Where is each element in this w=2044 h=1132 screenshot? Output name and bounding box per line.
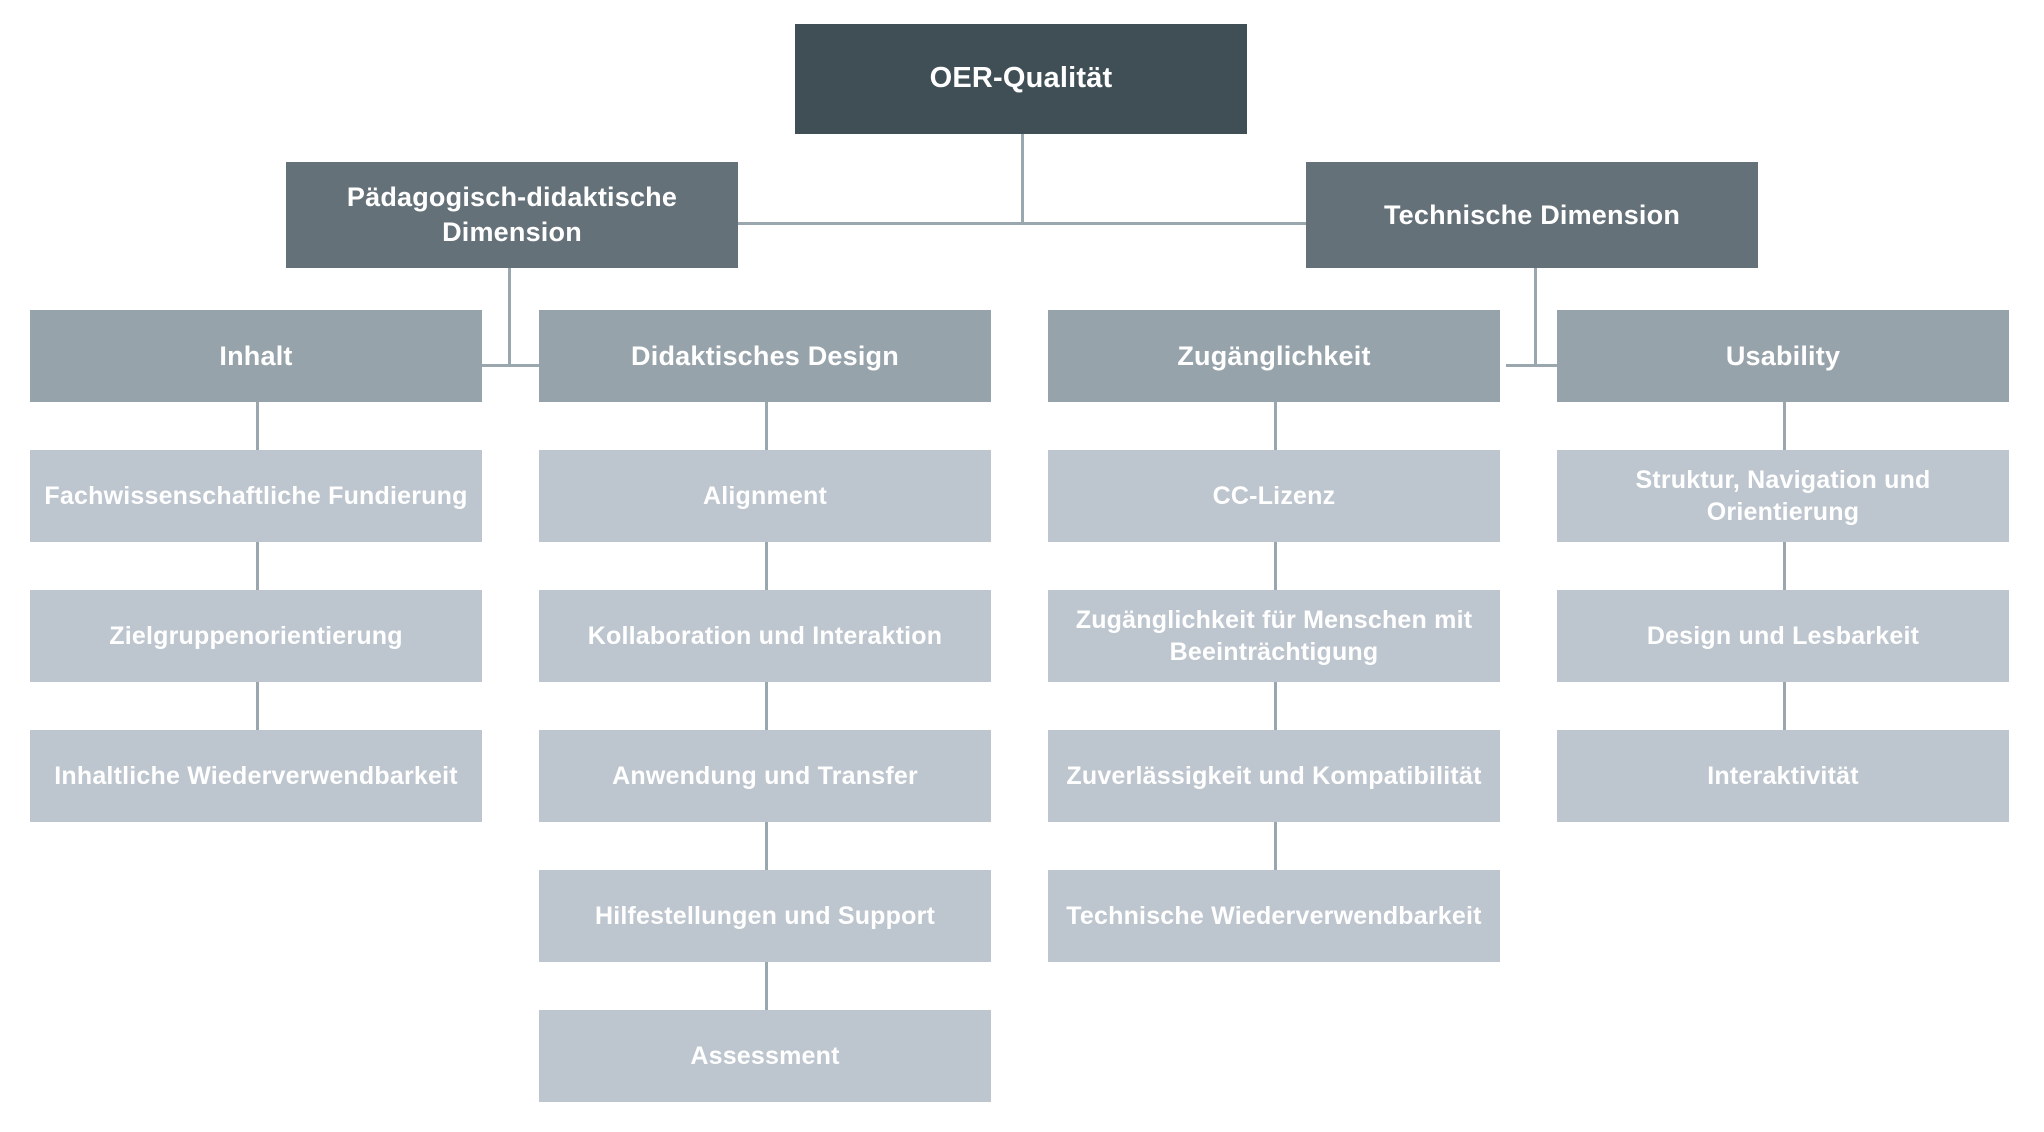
connector-zugaenglichkeit-stem-3: [1274, 681, 1277, 735]
connector-didaktisches-design-stem-5: [765, 961, 768, 1015]
node-interaktivitaet[interactable]: Interaktivität: [1557, 730, 2009, 822]
node-inhalt[interactable]: Inhalt: [30, 310, 482, 402]
node-technische-dimension[interactable]: Technische Dimension: [1306, 162, 1758, 268]
connector-didaktisches-design-stem-3: [765, 681, 768, 735]
node-didaktisches-design[interactable]: Didaktisches Design: [539, 310, 991, 402]
node-zugaenglichkeit[interactable]: Zugänglichkeit: [1048, 310, 1500, 402]
connector-dimension-1-split: [480, 364, 540, 367]
node-inhaltliche-wiederverwendbarkeit[interactable]: Inhaltliche Wiederverwendbarkeit: [30, 730, 482, 822]
connector-usability-stem-1: [1783, 401, 1786, 455]
connector-didaktisches-design-stem-4: [765, 821, 768, 875]
connector-dimension-1-down: [508, 268, 511, 366]
connector-didaktisches-design-stem-1: [765, 401, 768, 455]
node-usability[interactable]: Usability: [1557, 310, 2009, 402]
node-zugaenglichkeit-fuer-menschen-mit-beeintraechtigung[interactable]: Zugänglichkeit für Menschen mit Beeinträ…: [1048, 590, 1500, 682]
node-cc-lizenz[interactable]: CC-Lizenz: [1048, 450, 1500, 542]
node-alignment[interactable]: Alignment: [539, 450, 991, 542]
node-paedagogisch-didaktische-dimension[interactable]: Pädagogisch-didaktische Dimension: [286, 162, 738, 268]
connector-zugaenglichkeit-stem-2: [1274, 541, 1277, 595]
connector-dimension-2-down: [1534, 268, 1537, 366]
node-zuverlaessigkeit-und-kompatibilitaet[interactable]: Zuverlässigkeit und Kompatibilität: [1048, 730, 1500, 822]
connector-root-spine: [737, 222, 1307, 225]
node-anwendung-und-transfer[interactable]: Anwendung und Transfer: [539, 730, 991, 822]
connector-inhalt-stem-1: [256, 401, 259, 455]
connector-zugaenglichkeit-stem-4: [1274, 821, 1277, 875]
connector-inhalt-stem-3: [256, 681, 259, 735]
connector-inhalt-stem-2: [256, 541, 259, 595]
node-design-und-lesbarkeit[interactable]: Design und Lesbarkeit: [1557, 590, 2009, 682]
node-oer-qualitaet[interactable]: OER-Qualität: [795, 24, 1247, 134]
connector-didaktisches-design-stem-2: [765, 541, 768, 595]
connector-dimension-2-split: [1506, 364, 1566, 367]
connector-usability-stem-2: [1783, 541, 1786, 595]
node-kollaboration-und-interaktion[interactable]: Kollaboration und Interaktion: [539, 590, 991, 682]
node-struktur-navigation-und-orientierung[interactable]: Struktur, Navigation und Orientierung: [1557, 450, 2009, 542]
connector-root-down: [1021, 134, 1024, 224]
node-technische-wiederverwendbarkeit[interactable]: Technische Wiederverwendbarkeit: [1048, 870, 1500, 962]
connector-usability-stem-3: [1783, 681, 1786, 735]
node-assessment[interactable]: Assessment: [539, 1010, 991, 1102]
connector-zugaenglichkeit-stem-1: [1274, 401, 1277, 455]
node-zielgruppenorientierung[interactable]: Zielgruppenorientierung: [30, 590, 482, 682]
node-fachwissenschaftliche-fundierung[interactable]: Fachwissenschaftliche Fundierung: [30, 450, 482, 542]
node-hilfestellungen-und-support[interactable]: Hilfestellungen und Support: [539, 870, 991, 962]
